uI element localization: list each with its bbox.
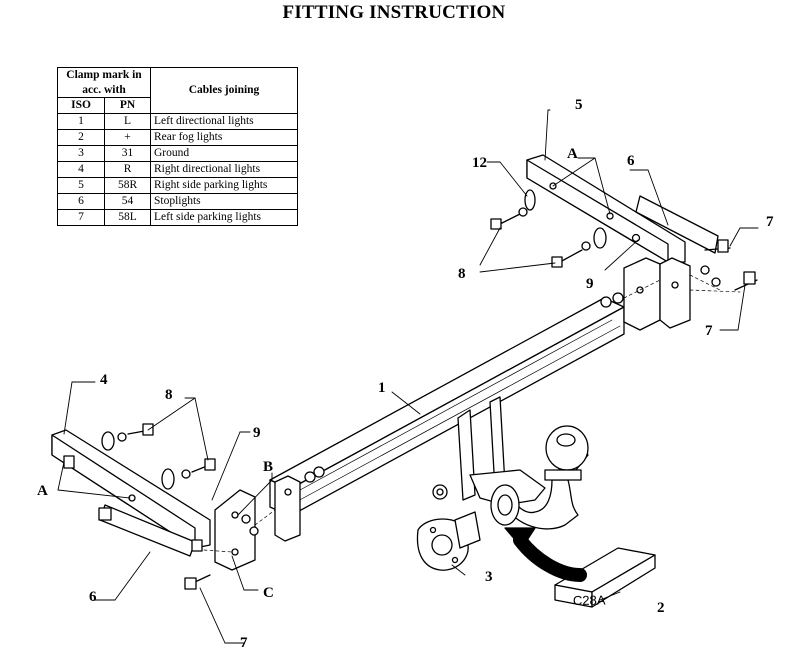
callout-7-upper-right: 7: [766, 214, 774, 230]
callout-2: 2: [657, 600, 665, 616]
left-bracket-part: [51, 429, 211, 549]
callout-b: B: [263, 459, 273, 475]
callout-7-right: 7: [705, 323, 713, 339]
right-strip-part: [635, 195, 719, 254]
right-mount-plates: [623, 257, 691, 331]
callout-1: 1: [378, 380, 386, 396]
assembly-dash-lines: [203, 274, 741, 553]
cell-cable: Right side parking lights: [150, 177, 298, 195]
callout-12: 12: [472, 155, 487, 171]
cell-cable: Left side parking lights: [150, 209, 298, 227]
callout-6-right: 6: [627, 153, 635, 169]
header-cables-joining: Cables joining: [150, 66, 298, 115]
callout-9-right: 9: [586, 276, 594, 292]
tow-ball-assembly: [457, 396, 589, 530]
hardware: [63, 189, 758, 590]
callout-a-left: A: [37, 483, 48, 499]
header-clamp-mark: Clamp mark in acc. with: [57, 66, 151, 99]
callout-8-upper: 8: [458, 266, 466, 282]
leader-lines: [57, 109, 759, 644]
clamp-cable-table: Clamp mark in acc. with Cables joining I…: [56, 66, 298, 227]
crossbar-part: [269, 297, 625, 517]
callout-c: C: [263, 585, 274, 601]
callout-9-left: 9: [253, 425, 261, 441]
box-marking: C28A: [573, 592, 606, 608]
socket-plate-part: [416, 484, 481, 571]
cell-iso: 7: [56, 209, 106, 227]
direction-arrow: [513, 533, 587, 582]
header-pn: PN: [104, 97, 151, 115]
callout-4: 4: [100, 372, 108, 388]
callout-8-left: 8: [165, 387, 173, 403]
electrical-box-part: [554, 547, 656, 608]
callout-5: 5: [575, 97, 583, 113]
callout-6-left: 6: [89, 589, 97, 605]
callout-7-bottom-left: 7: [240, 635, 248, 651]
callout-3: 3: [485, 569, 493, 585]
cell-pn: 58R: [104, 177, 151, 195]
callout-a-upper: A: [567, 146, 578, 162]
page-title: FITTING INSTRUCTION: [282, 2, 506, 23]
table-row: 2+Rear fog lights: [56, 129, 298, 147]
